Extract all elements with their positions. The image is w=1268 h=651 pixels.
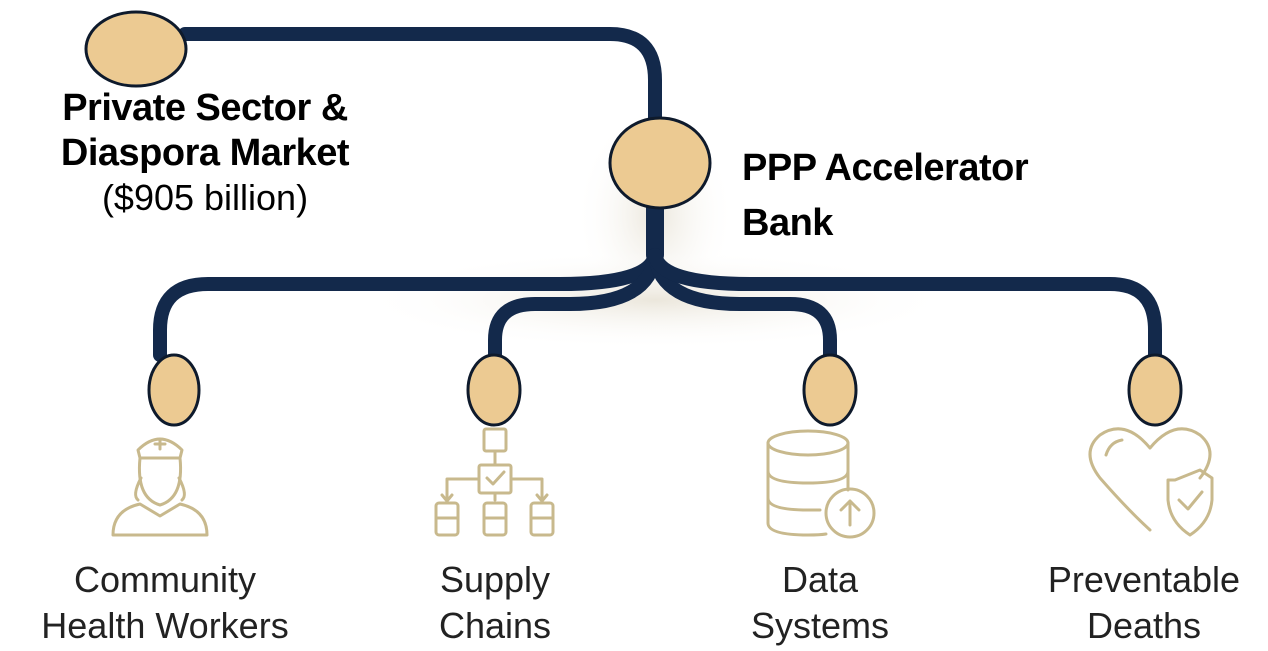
pipe-branch-data <box>648 248 837 362</box>
health-worker-icon <box>111 437 209 537</box>
leaf-deaths-line2: Deaths <box>1086 605 1202 646</box>
source-title-line2: Diaspora Market <box>60 132 350 174</box>
leaf-deaths-line1: Preventable <box>1047 559 1241 600</box>
supply-node <box>466 353 522 427</box>
hub-title: PPP Accelerator Bank <box>742 141 1142 251</box>
pipe-source-to-hub <box>178 27 662 127</box>
leaf-label-supply: Supply Chains <box>395 557 595 649</box>
hub-title-line1: PPP Accelerator <box>742 147 1029 189</box>
source-title-line1: Private Sector & <box>62 87 348 129</box>
leaf-community-line1: Community <box>73 559 257 600</box>
community-node <box>147 353 201 427</box>
leaf-data-line1: Data <box>781 559 859 600</box>
source-node <box>84 10 188 88</box>
leaf-label-community: Community Health Workers <box>0 557 330 649</box>
leaf-supply-line2: Chains <box>438 605 552 646</box>
hub-title-line2: Bank <box>742 202 833 244</box>
leaf-community-line2: Health Workers <box>41 605 289 646</box>
pipe-branch-community <box>153 248 662 362</box>
database-upload-icon <box>766 429 876 539</box>
flowchart-icon <box>434 427 555 537</box>
junction-glow <box>355 250 955 350</box>
source-subtitle: ($905 billion) <box>101 177 309 218</box>
pipe-branch-deaths <box>648 248 1162 362</box>
data-node <box>802 353 858 427</box>
leaf-label-data: Data Systems <box>720 557 920 649</box>
leaf-label-deaths: Preventable Deaths <box>1020 557 1268 649</box>
leaf-supply-line1: Supply <box>439 559 551 600</box>
deaths-node <box>1127 353 1183 427</box>
source-title: Private Sector & Diaspora Market <box>20 86 390 176</box>
heart-shield-icon <box>1088 427 1214 537</box>
hub-node <box>608 116 712 210</box>
pipe-branch-supply <box>488 248 662 362</box>
leaf-data-line2: Systems <box>750 605 890 646</box>
